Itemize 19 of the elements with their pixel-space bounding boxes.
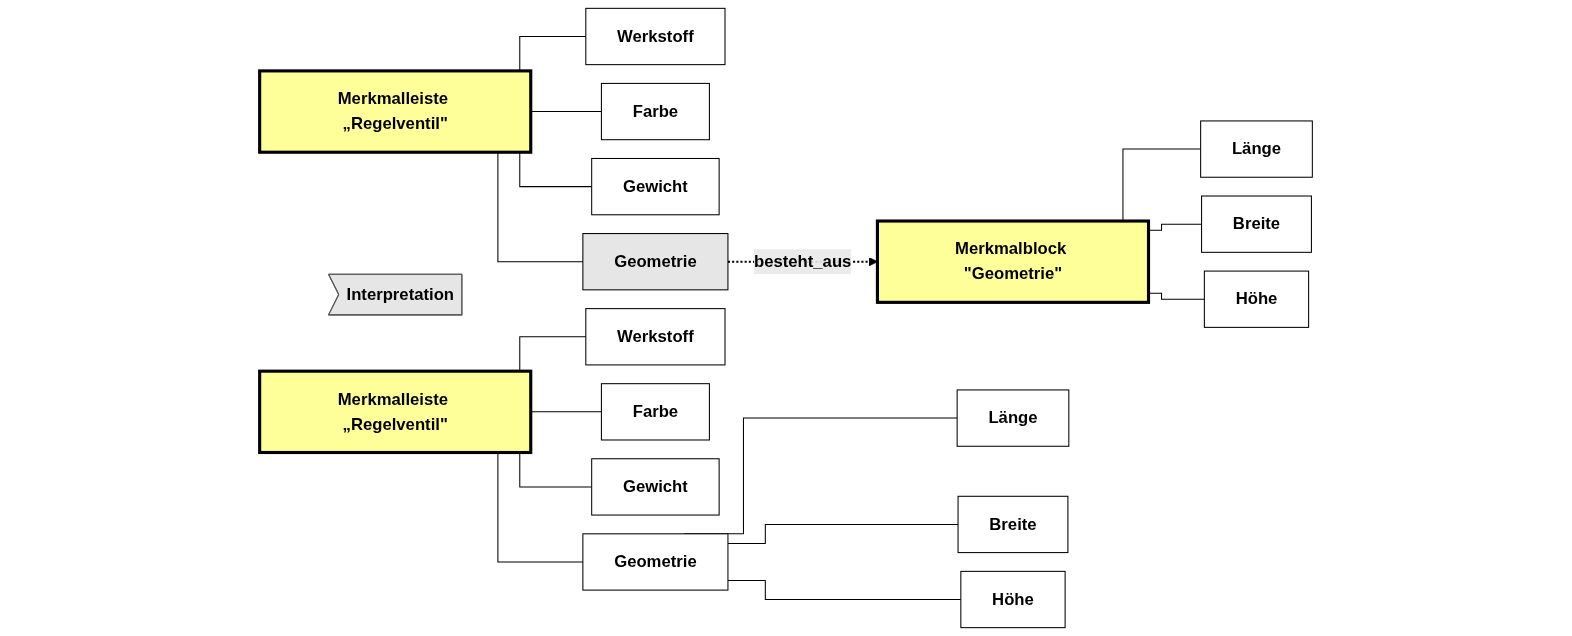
node-box: Werkstoff xyxy=(585,7,726,66)
node-box: Höhe xyxy=(1203,270,1310,328)
node-box: Länge xyxy=(956,389,1070,447)
node-box: Breite xyxy=(1201,195,1312,253)
node-box: Werkstoff xyxy=(585,308,726,366)
node-box: Farbe xyxy=(600,82,710,141)
node-box: Länge xyxy=(1200,120,1313,178)
edge-label: besteht_aus xyxy=(754,252,852,271)
node-box: Merkmalleiste „Regelventil" xyxy=(258,69,533,154)
node-box: Farbe xyxy=(600,383,710,441)
node-box: Breite xyxy=(957,495,1069,554)
node-box: Geometrie xyxy=(582,233,729,291)
node-box: Gewicht xyxy=(591,458,720,516)
node-box: Gewicht xyxy=(591,157,720,216)
node-box: Merkmalblock "Geometrie" xyxy=(875,219,1151,304)
connector xyxy=(727,523,959,544)
node-box: Geometrie xyxy=(582,533,729,591)
node-box: Höhe xyxy=(960,570,1066,629)
node-box: Merkmalleiste „Regelventil" xyxy=(258,369,533,455)
